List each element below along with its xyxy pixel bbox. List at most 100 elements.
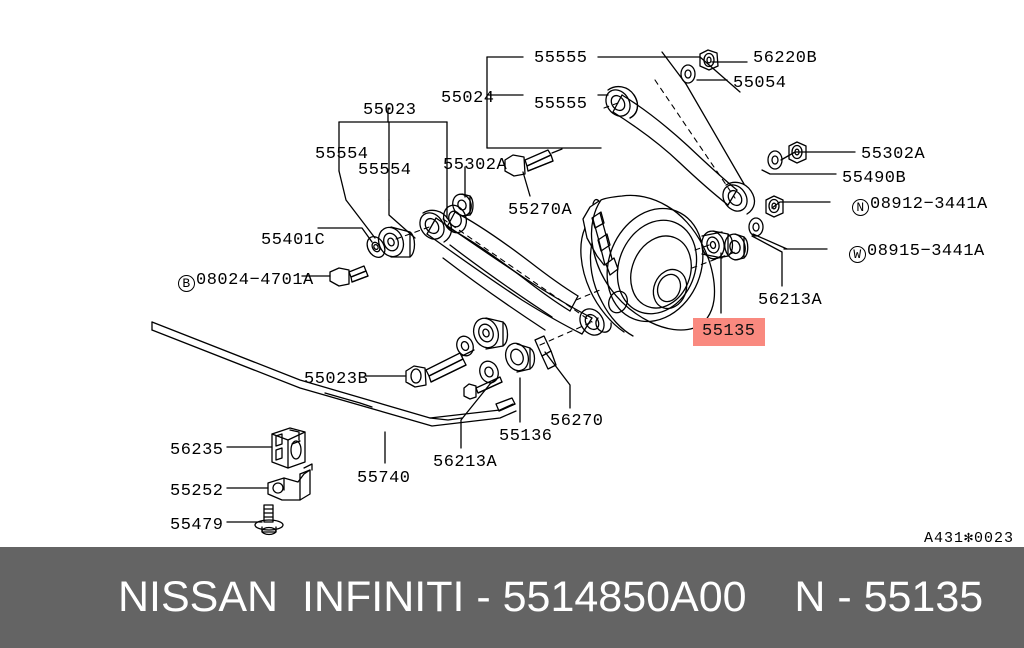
bolt-08024 <box>329 265 369 287</box>
bracket-55024 <box>486 56 701 149</box>
bushing-lower-front <box>472 317 509 350</box>
wheel-knuckle-hub <box>580 194 716 337</box>
bushing-55023-front <box>373 243 379 251</box>
circled-prefix-w-icon: W <box>849 246 866 263</box>
bracket-55023 <box>338 107 448 219</box>
bushing-block-56235 <box>271 427 306 469</box>
leader-55490b <box>761 169 837 175</box>
part-number-text: 55023 <box>363 101 417 120</box>
part-number-text: 55302A <box>861 145 926 164</box>
part-number-text: 56270 <box>550 412 604 431</box>
part-label-56213a[interactable]: 56213A <box>433 454 497 471</box>
part-label-56235[interactable]: 56235 <box>170 442 224 459</box>
lower-parallel-link <box>442 244 553 331</box>
leader-55401c <box>317 227 373 243</box>
bushing-55554-left <box>377 226 416 258</box>
part-label-55555[interactable]: 55555 <box>534 50 588 67</box>
stabilizer-bar-end <box>495 397 516 412</box>
part-number-text: 55490B <box>842 169 907 188</box>
highlighted-part-number-55135[interactable]: 55135 <box>693 318 765 346</box>
collar-upper-link-left <box>442 204 468 234</box>
leader-55054-long <box>685 83 745 185</box>
part-number-text: 08915−3441A <box>867 242 985 261</box>
part-number-text: 55555 <box>534 49 588 68</box>
leader-55554-b <box>388 199 416 239</box>
footer-bar: NISSAN INFINITI - 5514850A00 N - 55135 <box>0 547 1024 648</box>
washer-08915 <box>748 217 764 237</box>
bolt-lower-second <box>463 376 503 400</box>
part-number-text: 55479 <box>170 516 224 535</box>
bushing-55555-front <box>605 85 639 119</box>
pin-56270 <box>534 335 557 370</box>
part-label-55401c[interactable]: 55401C <box>261 232 325 249</box>
front-link-arm <box>446 211 579 312</box>
part-label-55302a[interactable]: 55302A <box>861 146 925 163</box>
leader-56213a-bottom <box>460 377 499 449</box>
bracket-55252 <box>267 463 313 501</box>
part-label-55270a[interactable]: 55270A <box>508 202 572 219</box>
bushing-55135 <box>701 230 734 260</box>
leader-55270a <box>522 171 531 197</box>
part-number-text: 55024 <box>441 89 495 108</box>
part-label-55054[interactable]: 55054 <box>733 75 787 92</box>
part-number-text: 56220B <box>753 49 818 68</box>
exploded-axis-lines <box>395 79 736 346</box>
leader-56213a-right <box>751 235 783 287</box>
collar-56213a-right <box>724 233 749 261</box>
nut-08912 <box>765 195 784 218</box>
part-number-text: 55270A <box>508 201 573 220</box>
bushing-arm-front <box>419 209 453 243</box>
part-label-55555[interactable]: 55555 <box>534 96 588 113</box>
washer-55490b <box>767 150 783 170</box>
part-number-text: 55555 <box>534 95 588 114</box>
bushing-55136 <box>504 342 536 373</box>
part-label-56213a[interactable]: 56213A <box>758 292 822 309</box>
part-number-text: 55054 <box>733 74 787 93</box>
part-number-text: 56213A <box>758 291 823 310</box>
part-number-text: 55554 <box>315 145 369 164</box>
part-label-55479[interactable]: 55479 <box>170 517 224 534</box>
washer-lower-front <box>456 335 474 357</box>
part-label-55554[interactable]: 55554 <box>315 146 369 163</box>
part-number-text: 08912−3441A <box>870 195 988 214</box>
circled-prefix-n-icon: N <box>852 199 869 216</box>
lower-control-arm <box>426 217 593 335</box>
footer-brand-part-line: NISSAN INFINITI - 5514850A00 N - 55135 <box>118 573 984 621</box>
part-label-55136[interactable]: 55136 <box>499 428 553 445</box>
bushing-55555-rear <box>722 181 756 215</box>
part-number-text: 55252 <box>170 482 224 501</box>
part-number-text: 56213A <box>433 453 498 472</box>
bolt-55270a <box>504 148 563 177</box>
drawing-plate-code: A431✻0023 <box>923 530 1014 547</box>
part-number-text: 55136 <box>499 427 553 446</box>
part-number-text: 55740 <box>357 469 411 488</box>
nut-55302a-right <box>788 141 807 164</box>
part-label-56220b[interactable]: 56220B <box>753 50 817 67</box>
part-label-56270[interactable]: 56270 <box>550 413 604 430</box>
part-number-text: 56235 <box>170 441 224 460</box>
part-label-55023b[interactable]: 55023B <box>304 371 368 388</box>
part-label-55490b[interactable]: 55490B <box>842 170 906 187</box>
part-label-55024[interactable]: 55024 <box>441 90 495 107</box>
upper-control-link <box>612 94 738 206</box>
leader-08915-b <box>752 233 788 250</box>
part-label-55554[interactable]: 55554 <box>358 162 412 179</box>
washer-55054 <box>680 64 696 84</box>
part-label-55023[interactable]: 55023 <box>363 102 417 119</box>
leader-55554-a <box>338 170 376 239</box>
part-label-55252[interactable]: 55252 <box>170 483 224 500</box>
part-label-55740[interactable]: 55740 <box>357 470 411 487</box>
part-number-text: 55401C <box>261 231 326 250</box>
part-label-55302a[interactable]: 55302A <box>443 157 507 174</box>
nut-56220b <box>699 49 719 71</box>
circled-prefix-b-icon: B <box>178 275 195 292</box>
part-number-text: 55302A <box>443 156 508 175</box>
bolt-55479 <box>254 504 284 536</box>
part-number-text: 08024−4701A <box>196 271 314 290</box>
leader-55555-upper <box>699 56 741 93</box>
